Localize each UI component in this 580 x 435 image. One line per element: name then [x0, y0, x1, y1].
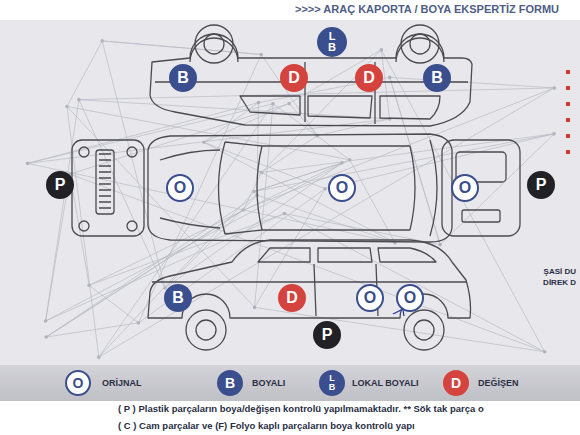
status-letter: L B [328, 31, 336, 53]
legend-letter: D [451, 376, 461, 390]
status-circle: B [169, 64, 197, 92]
status-letter: B [431, 70, 443, 86]
legend-letter: L B [329, 374, 336, 392]
status-letter: O [404, 290, 416, 306]
status-circle: L B [317, 27, 347, 57]
status-letter: O [364, 290, 376, 306]
status-circle: P [527, 171, 555, 199]
form-title: >>>> ARAÇ KAPORTA / BOYA EKSPERTİZ FORMU [295, 3, 559, 15]
status-circle: B [423, 64, 451, 92]
status-circle: D [355, 64, 383, 92]
footer-note: ( P ) Plastik parçaların boya/değişen ko… [118, 404, 484, 414]
status-circle: B [164, 284, 192, 312]
status-letter: P [536, 177, 547, 193]
status-circle: O [328, 174, 356, 202]
status-letter: P [322, 327, 333, 343]
status-circle: D [278, 284, 306, 312]
status-circle: O [451, 174, 479, 202]
status-letter: D [363, 70, 375, 86]
status-letter: B [177, 70, 189, 86]
footer-note: ( C ) Cam parçalar ve (F) Folyo kaplı pa… [118, 421, 415, 431]
legend-letter: O [73, 376, 84, 390]
status-letter: B [172, 290, 184, 306]
status-letter: O [174, 180, 186, 196]
status-letter: O [459, 180, 471, 196]
status-circle: O [356, 284, 384, 312]
legend-text: BOYALI [252, 378, 285, 388]
legend-text: LOKAL BOYALI [352, 378, 419, 388]
status-circle: O [396, 284, 424, 312]
status-letter: D [288, 70, 300, 86]
status-letter: P [55, 177, 66, 193]
status-letter: O [336, 180, 348, 196]
legend-text: ORİJNAL [102, 378, 142, 388]
side-note: DİREK D [543, 279, 576, 287]
status-letter: D [286, 290, 298, 306]
status-circle: P [313, 321, 341, 349]
legend-text: DEĞİŞEN [478, 378, 519, 388]
legend-letter: B [225, 376, 235, 390]
status-circle: O [166, 174, 194, 202]
status-circle: D [280, 64, 308, 92]
status-circle: P [46, 171, 74, 199]
side-note: ŞASİ DU [544, 268, 576, 276]
